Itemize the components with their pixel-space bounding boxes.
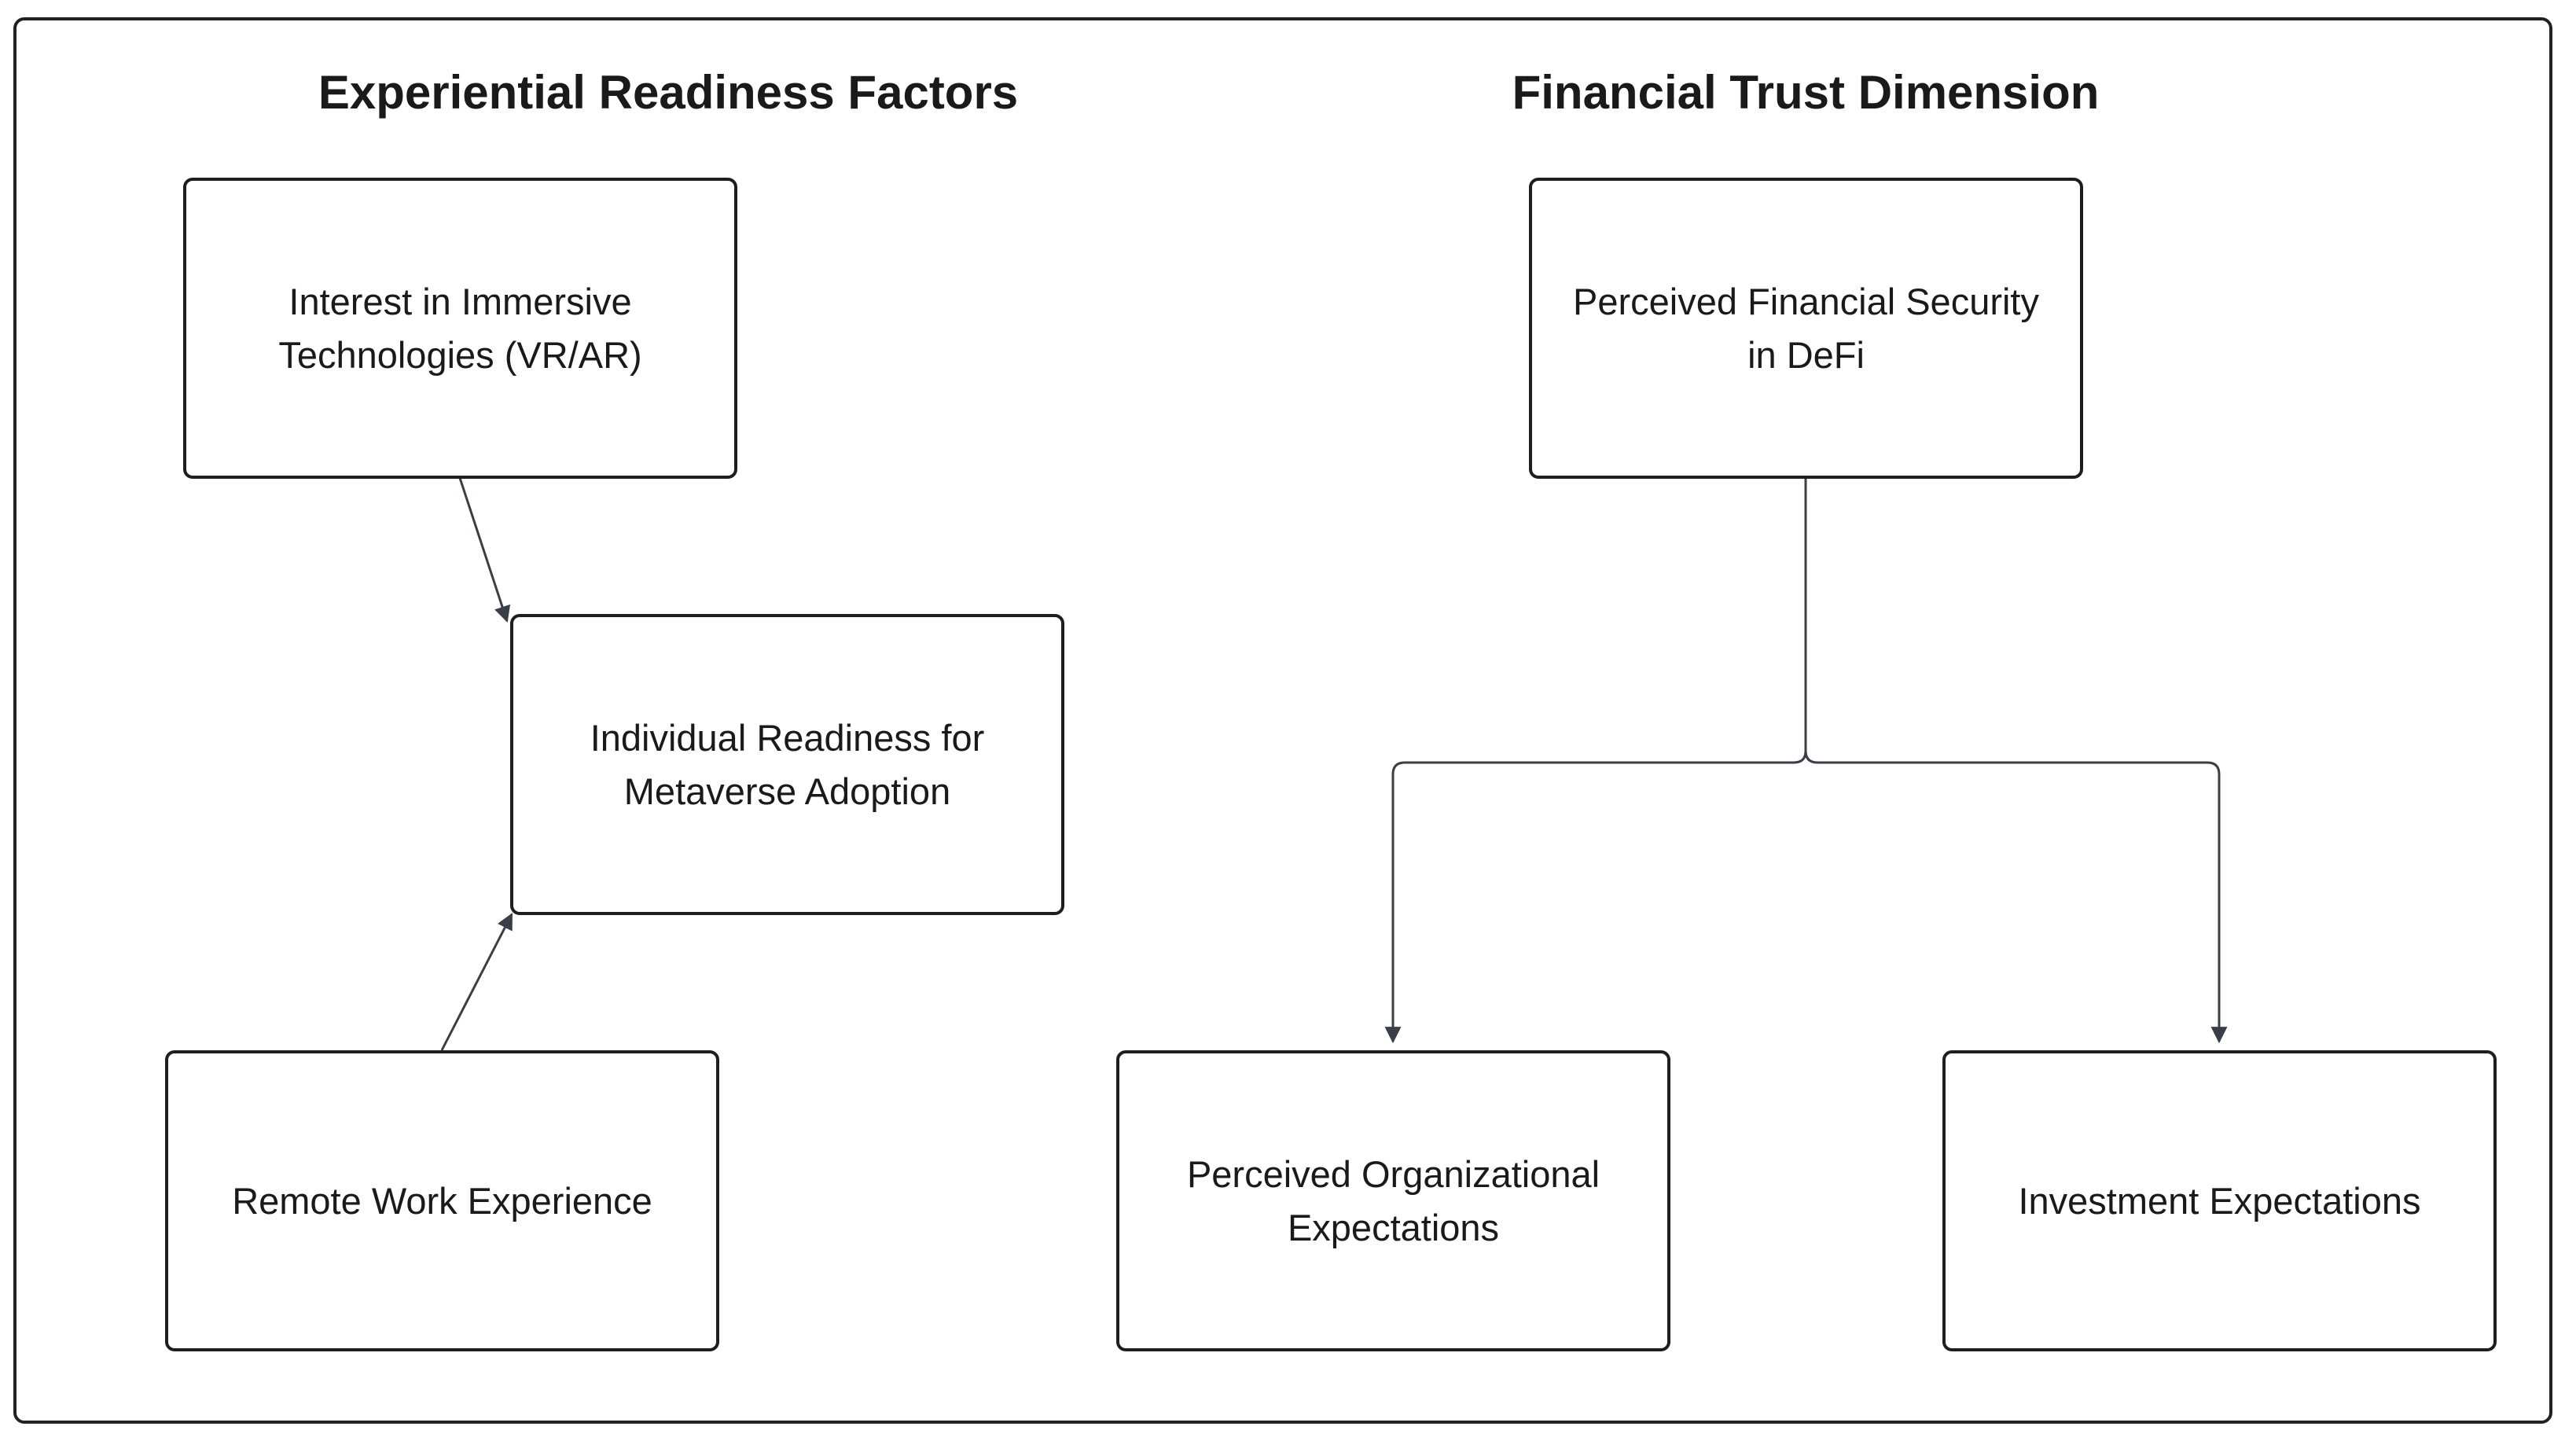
right-section-title: Financial Trust Dimension <box>1512 66 2100 119</box>
diagram-frame <box>13 17 2552 1424</box>
edge-interest-to-readiness <box>458 477 511 623</box>
node-individual-readiness-label: Individual Readiness for Metaverse Adopt… <box>590 716 985 812</box>
node-individual-readiness[interactable]: Individual Readiness for Metaverse Adopt… <box>510 614 1064 915</box>
node-remote-work-label: Remote Work Experience <box>232 1179 652 1222</box>
node-org-expectations-label: Perceived Organizational Expectations <box>1186 1152 1600 1248</box>
node-remote-work[interactable]: Remote Work Experience <box>165 1050 719 1351</box>
node-org-expectations[interactable]: Perceived Organizational Expectations <box>1116 1050 1670 1351</box>
edge-remote-to-readiness <box>440 913 513 1051</box>
node-interest-immersive-label: Interest in Immersive Technologies (VR/A… <box>278 280 642 376</box>
edge-security-to-org-expectations <box>1384 478 1807 1044</box>
left-section-title: Experiential Readiness Factors <box>318 66 1019 119</box>
node-investment-expectations-label: Investment Expectations <box>2018 1179 2421 1222</box>
edge-security-to-investment-expectations <box>1804 478 2228 1044</box>
node-financial-security[interactable]: Perceived Financial Security in DeFi <box>1529 178 2083 479</box>
node-investment-expectations[interactable]: Investment Expectations <box>1942 1050 2497 1351</box>
node-interest-immersive[interactable]: Interest in Immersive Technologies (VR/A… <box>183 178 737 479</box>
node-financial-security-label: Perceived Financial Security in DeFi <box>1573 280 2039 376</box>
